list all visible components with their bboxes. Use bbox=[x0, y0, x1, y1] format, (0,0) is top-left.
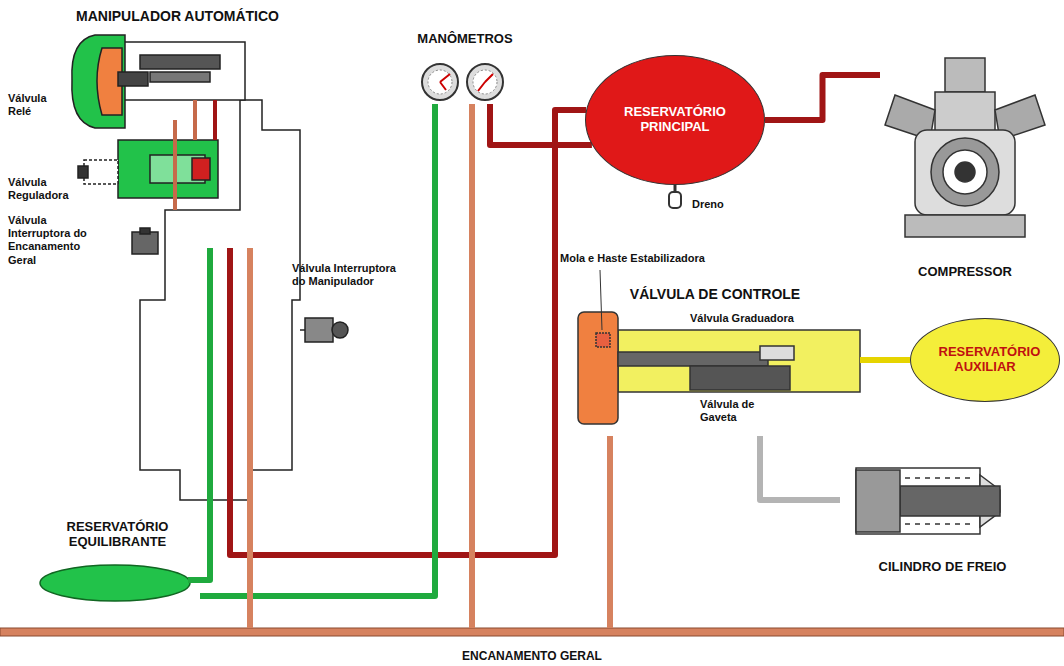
control-valve-drawing bbox=[578, 270, 860, 424]
node-label: CILINDRO DE FREIO bbox=[879, 560, 1007, 575]
part-label: Válvula Reguladora bbox=[8, 176, 78, 202]
compressor: COMPRESSOR bbox=[880, 40, 1050, 280]
air-pipe bbox=[760, 436, 840, 500]
air-pipe bbox=[230, 110, 586, 555]
node-label: MANÔMETROS bbox=[417, 32, 512, 47]
drain-valve bbox=[669, 185, 681, 208]
manipulator-block: MANIPULADOR AUTOMÁTICO bbox=[40, 8, 315, 248]
gauge-group: MANÔMETROS bbox=[405, 32, 525, 104]
part-label: Válvula Graduadora bbox=[690, 312, 794, 325]
brake-cylinder: CILINDRO DE FREIO bbox=[840, 455, 1045, 575]
air-pipe bbox=[200, 104, 435, 596]
part-label: Válvula Interruptora do Encanamento Gera… bbox=[8, 214, 108, 267]
air-pipe bbox=[607, 436, 613, 628]
air-pipe bbox=[200, 248, 210, 580]
part-label: Mola e Haste Estabilizadora bbox=[560, 252, 705, 265]
part-label: Dreno bbox=[692, 198, 724, 211]
equalizing-reservoir: RESERVATÓRIO EQUILIBRANTE bbox=[35, 520, 200, 605]
node-label: RESERVATÓRIO EQUILIBRANTE bbox=[38, 520, 197, 550]
node-label: RESERVATÓRIO PRINCIPAL bbox=[619, 105, 731, 135]
node-label: MANIPULADOR AUTOMÁTICO bbox=[76, 8, 279, 24]
air-pipe bbox=[765, 75, 880, 120]
auxiliary-reservoir: RESERVATÓRIO AUXILIAR bbox=[910, 318, 1060, 402]
main-reservoir: RESERVATÓRIO PRINCIPAL bbox=[585, 55, 765, 185]
node-label: VÁLVULA DE CONTROLE bbox=[630, 286, 800, 302]
pressure-gauges bbox=[422, 64, 503, 100]
equalizing-reservoir-drawing bbox=[40, 565, 200, 601]
air-pipe bbox=[860, 357, 910, 363]
node-label: RESERVATÓRIO AUXILIAR bbox=[939, 345, 1032, 375]
brake-pipe-band bbox=[0, 628, 1064, 636]
part-label: Válvula Interruptora do Manipulador bbox=[292, 262, 402, 288]
brake-pipe: ENCANAMENTO GERAL bbox=[0, 628, 1064, 664]
compressor-drawing bbox=[885, 58, 1045, 237]
part-label: Válvula de Gaveta bbox=[700, 398, 762, 424]
air-pipe bbox=[247, 248, 253, 628]
air-pipe bbox=[490, 104, 592, 145]
node-label: ENCANAMENTO GERAL bbox=[458, 650, 606, 664]
air-pipe bbox=[469, 104, 475, 628]
node-label: COMPRESSOR bbox=[918, 265, 1012, 280]
brake-cylinder-drawing bbox=[856, 468, 1000, 534]
part-label: Válvula Relé bbox=[8, 92, 66, 118]
